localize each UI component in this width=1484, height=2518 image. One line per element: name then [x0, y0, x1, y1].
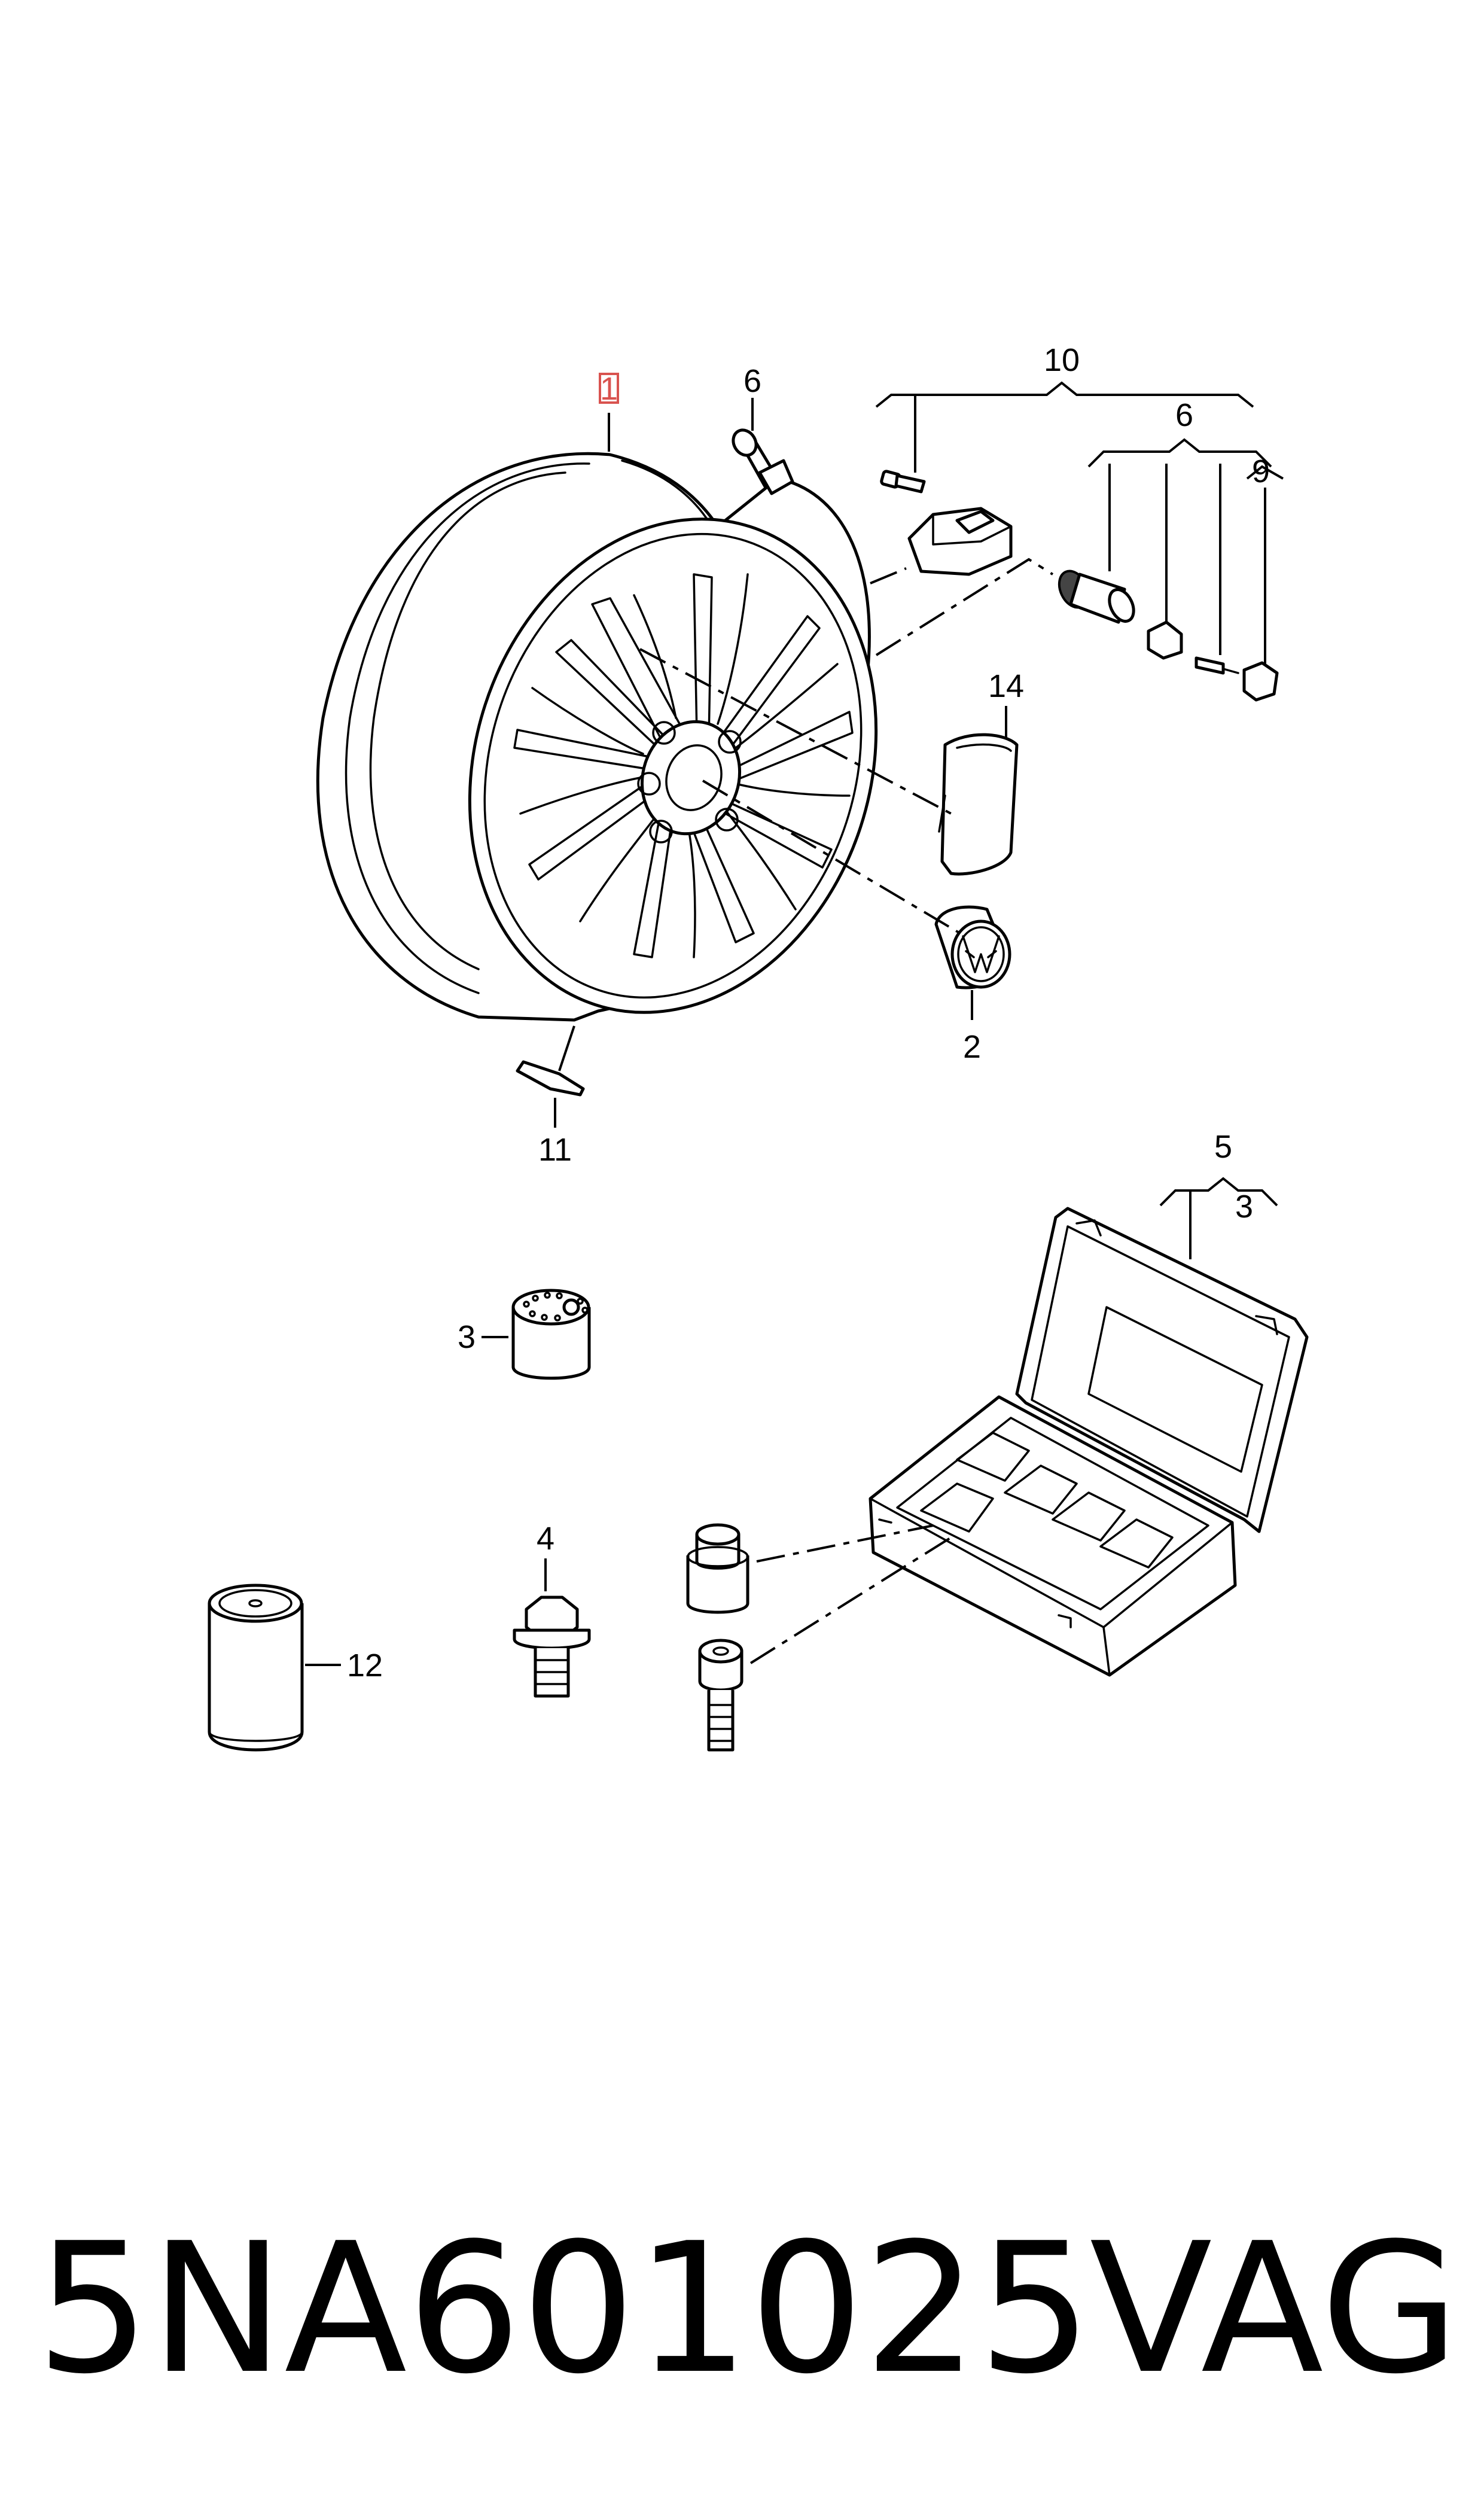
callout-3b[interactable]: 3 [1235, 1189, 1253, 1225]
wheel-lock-bolt-long[interactable] [698, 1639, 743, 1752]
brand-name: VAG [1089, 2205, 1459, 2413]
tpms-sensor[interactable] [907, 507, 1013, 576]
touch-up-paint-can[interactable] [208, 1584, 304, 1752]
wheel-bolt[interactable] [513, 1596, 591, 1698]
balance-weight[interactable] [938, 733, 1019, 876]
callout-3a[interactable]: 3 [458, 1319, 476, 1355]
clip-on-weight[interactable] [516, 1060, 585, 1097]
callout-4[interactable]: 4 [537, 1521, 554, 1557]
callout-9[interactable]: 9 [1252, 453, 1270, 489]
callout-2[interactable]: 2 [963, 1029, 981, 1065]
tpms-valve-line [875, 558, 1054, 656]
footer: 5NA601025 VAG [36, 2213, 1459, 2405]
long-bolt-to-case-line [749, 1536, 952, 1664]
wheel-lock-bolt[interactable] [686, 1523, 749, 1614]
rim-to-weight-line [639, 648, 952, 815]
tpms-valve-body[interactable] [1054, 567, 1139, 625]
callout-11[interactable]: 11 [538, 1132, 572, 1168]
hub-cap[interactable] [934, 905, 1011, 989]
callout-1-highlight-box [599, 373, 619, 404]
lock-set-case[interactable] [869, 1207, 1309, 1677]
bracket-9 [1246, 465, 1284, 480]
lock-bolt-to-case-line [756, 1524, 934, 1563]
valve-cap[interactable] [1242, 661, 1279, 702]
callout-6a[interactable]: 6 [743, 363, 761, 399]
rim-to-clip-line [558, 1025, 575, 1071]
part-number: 5NA601025 [36, 2205, 1092, 2413]
callout-1[interactable]: 1 [600, 371, 618, 407]
callout-14[interactable]: 14 [988, 668, 1024, 704]
lock-bolt-adapter[interactable] [511, 1289, 591, 1380]
callout-6b[interactable]: 6 [1175, 397, 1193, 433]
callout-10[interactable]: 10 [1044, 342, 1080, 378]
tire-valve-stem[interactable] [729, 426, 794, 495]
callout-5[interactable]: 5 [1214, 1129, 1232, 1165]
tpms-screw[interactable] [880, 470, 926, 494]
valve-core[interactable] [1194, 656, 1239, 675]
bracket-5 [1159, 1177, 1278, 1207]
valve-nut[interactable] [1147, 620, 1183, 660]
alloy-wheel-rim[interactable] [316, 452, 938, 1065]
bracket-10 [875, 381, 1254, 408]
tpms-to-rim-line [870, 567, 907, 584]
bracket-6b [1087, 438, 1272, 468]
callout-12[interactable]: 12 [347, 1648, 383, 1683]
